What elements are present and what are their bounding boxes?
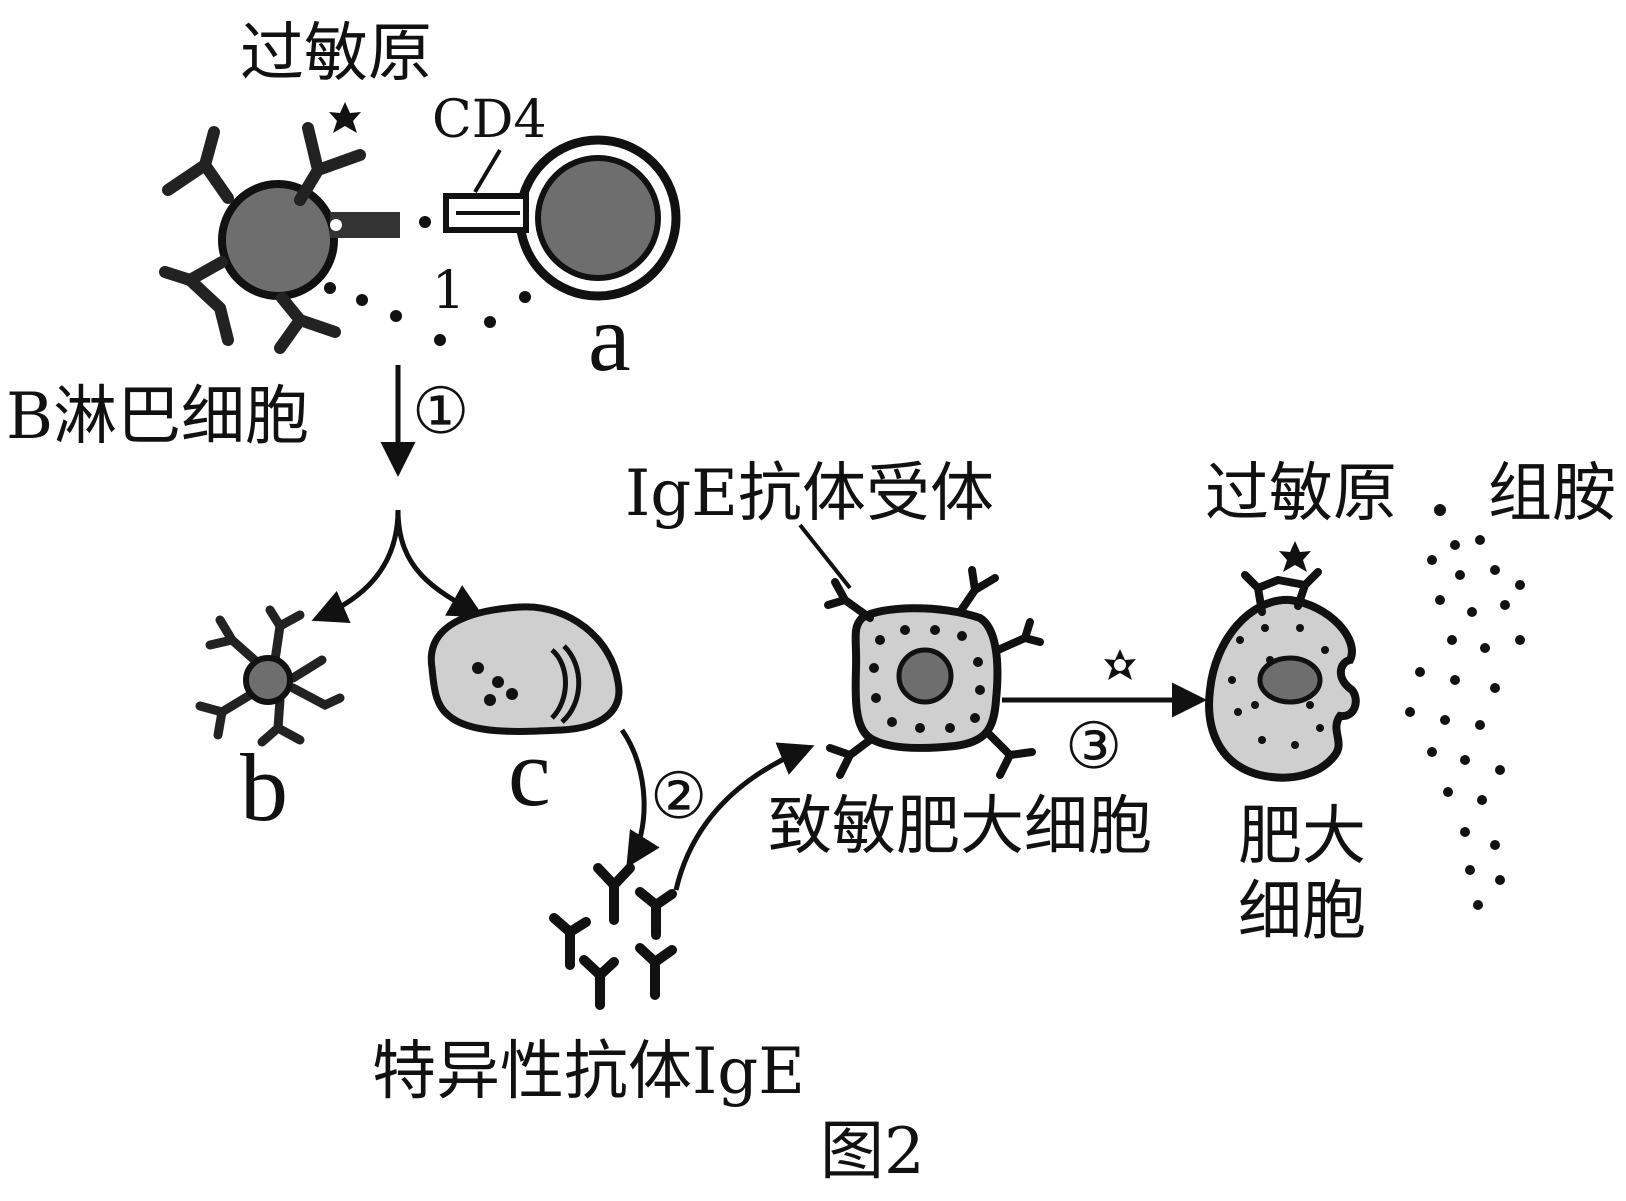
mast-cell-degranulating [1205,541,1360,782]
signal-dots [324,216,531,346]
arrow-step2 [619,728,660,868]
histamine-dots [1405,504,1525,910]
allergen-star-top [329,102,361,133]
label-step2: ② [650,760,708,834]
label-mast-cell-line2: 细胞 [1238,875,1366,949]
ige-antibodies [549,863,677,1010]
b-lymphocyte-cell [159,102,400,354]
allergen-star-mid [1104,649,1136,680]
label-cd4: CD4 [432,90,547,150]
arrow-to-b [311,509,401,624]
label-a: a [588,284,631,391]
label-sensitized-mast-cell: 致敏肥大细胞 [768,790,1152,864]
label-signal-1: 1 [432,261,466,321]
label-mast-cell-line1: 肥大 [1238,800,1366,874]
label-allergen-right: 过敏原 [1205,457,1397,531]
label-c: c [508,719,551,826]
label-ige-receptor: IgE抗体受体 [625,457,994,531]
label-ige-antibody: 特异性抗体IgE [372,1035,805,1109]
arrow-to-c [395,509,485,618]
label-step3: ③ [1065,710,1123,784]
b-cell-receptors [159,122,366,354]
arrow-to-mast [673,742,815,891]
figure-caption: 图2 [820,1115,925,1189]
label-b: b [240,734,288,841]
sensitized-mast-cell [798,523,1044,779]
plasma-cell-c [427,603,623,735]
label-allergen-top: 过敏原 [240,17,432,91]
label-histamine: 组胺 [1488,457,1616,531]
label-b-lymphocyte: B淋巴细胞 [6,380,310,454]
label-step1: ① [412,375,470,449]
t-cell-a [443,135,681,301]
memory-cell-b [195,605,345,747]
